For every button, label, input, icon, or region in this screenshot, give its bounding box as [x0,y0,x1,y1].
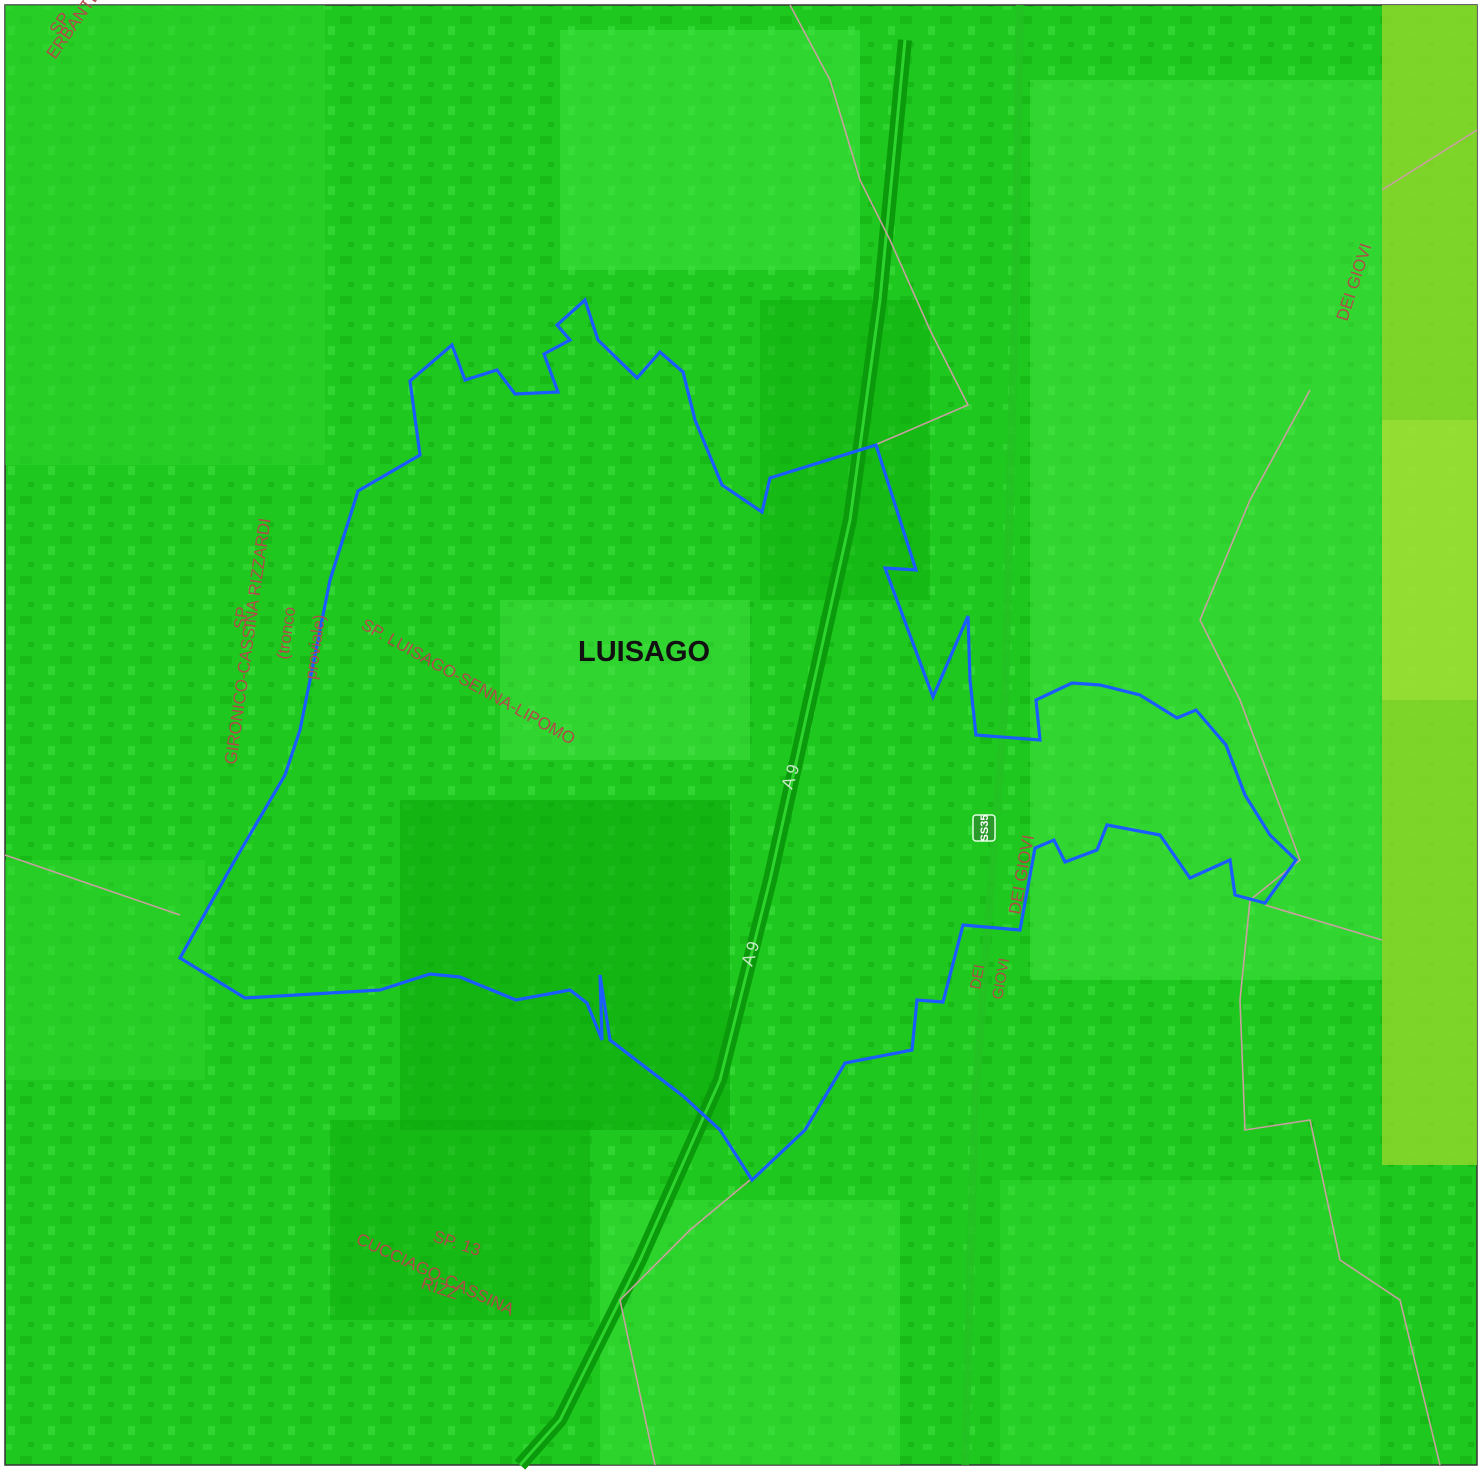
label-dei-giovi-3a: DEI [967,963,988,991]
label-dei-giovi-3b: GIOVI [989,957,1013,1001]
right-band-highlight [1382,420,1477,700]
terrain-patches [5,5,1390,1465]
road-shield-label: SS35 [979,815,991,842]
railway [961,4,1024,1466]
motorway-a9 [514,39,912,1470]
town-label: LUISAGO [578,636,710,668]
admin-boundaries [4,4,1478,1466]
municipal-boundary [177,297,1299,1183]
label-sp-grandate-1: SP [230,605,252,630]
road-shield-icon: SS35 [972,814,996,842]
